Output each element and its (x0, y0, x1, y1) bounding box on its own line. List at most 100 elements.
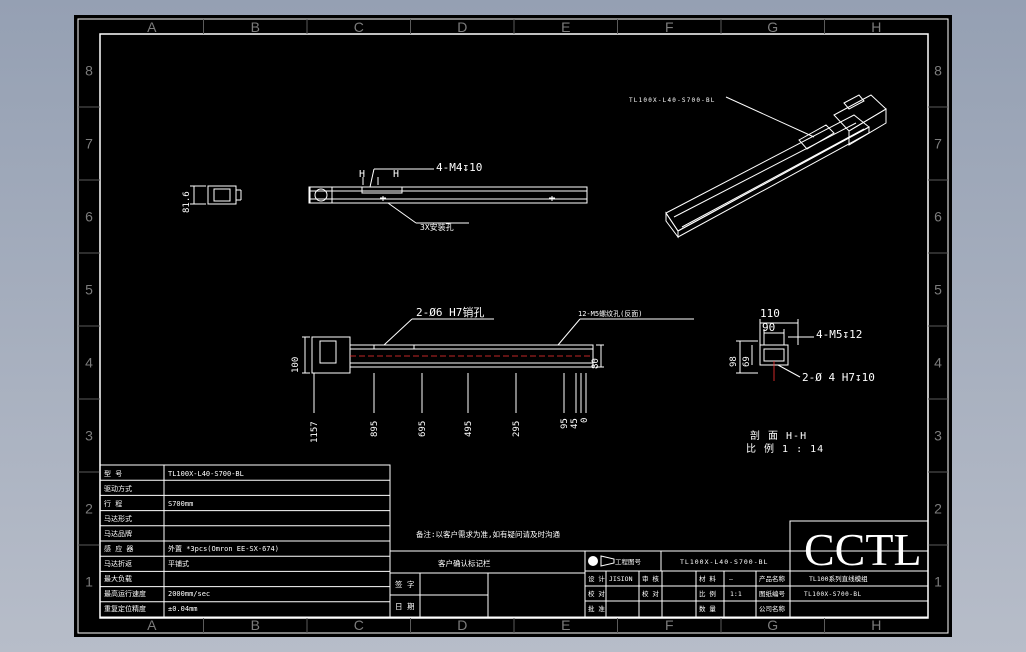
spec-value-8: 2000mm/sec (168, 590, 210, 598)
spec-row-3: 马达形式 (104, 514, 132, 523)
spec-row-1: 驱动方式 (104, 484, 132, 493)
projection-symbol-icon (588, 555, 615, 567)
tb-scale-label: 比 例 (699, 589, 716, 598)
col-label-bottom-C: C (354, 617, 364, 633)
spec-label-1: 驱动方式 (104, 484, 132, 493)
row-label-right-7: 7 (934, 136, 942, 152)
row-label-left-2: 2 (85, 501, 93, 517)
col-label-bottom-F: F (665, 617, 674, 633)
col-label-top-C: C (354, 19, 364, 35)
spec-row-6: 马达折返 平铺式 (104, 559, 189, 568)
spec-value-6: 平铺式 (168, 559, 189, 568)
front-dim-2: 695 (418, 421, 428, 437)
row-label-right-3: 3 (934, 428, 942, 444)
tb-material-value: — (729, 575, 733, 583)
col-label-bottom-G: G (767, 617, 778, 633)
company-logo: CCTL (804, 524, 922, 575)
row-label-right-4: 4 (934, 355, 942, 371)
spec-row-0: 型 号 TL100X-L40-S700-BL (104, 469, 244, 478)
tb-qty-label: 数 量 (699, 604, 716, 613)
section-view (736, 319, 814, 378)
col-label-top-F: F (665, 19, 674, 35)
tb-product-name: TL100系列直线模组 (809, 574, 868, 583)
front-pin: 2-Ø6 H7销孔 (416, 305, 484, 319)
tb-review-label: 审 核 (642, 574, 659, 583)
front-thread: 12-M5螺纹孔(反面) (578, 309, 643, 318)
tb-approve-label: 批 准 (588, 604, 605, 613)
spec-row-8: 最高运行速度 2000mm/sec (104, 589, 210, 598)
spec-label-0: 型 号 (104, 469, 122, 478)
tb-material-label: 材 料 (699, 574, 716, 583)
spec-row-4: 马达品牌 (104, 529, 132, 538)
row-label-left-6: 6 (85, 209, 93, 225)
col-label-top-E: E (561, 19, 570, 35)
top-dim: 81.6 (182, 191, 192, 213)
col-label-bottom-H: H (871, 617, 881, 633)
iso-label: TL100X-L40-S700-BL (629, 97, 716, 104)
front-dim-0: 1157 (310, 421, 320, 443)
spec-row-2: 行 程 S700mm (104, 499, 193, 508)
col-label-top-G: G (767, 19, 778, 35)
projection-label: 工程图号 (615, 557, 642, 566)
sec-thread: 4-M5↧12 (816, 328, 862, 341)
front-h-right: 80 (591, 358, 601, 369)
col-label-bottom-B: B (251, 617, 260, 633)
tb-design-label: 设 计 (588, 574, 605, 583)
spec-label-2: 行 程 (104, 499, 122, 508)
front-view (302, 318, 694, 413)
row-label-right-6: 6 (934, 209, 942, 225)
row-label-right-2: 2 (934, 501, 942, 517)
top-h2: H (393, 169, 399, 180)
spec-value-5: 外置 *3pcs(Omron EE-SX-674) (168, 544, 279, 553)
front-dim-4: 295 (512, 421, 522, 437)
row-label-left-3: 3 (85, 428, 93, 444)
col-label-top-A: A (147, 19, 157, 35)
sign-label: 签 字 (395, 579, 415, 589)
top-view (308, 168, 588, 224)
sec-w2: 90 (762, 321, 775, 334)
col-label-bottom-A: A (147, 617, 157, 633)
row-label-right-5: 5 (934, 282, 942, 298)
col-label-top-B: B (251, 19, 260, 35)
col-label-bottom-D: D (457, 617, 467, 633)
spec-value-0: TL100X-L40-S700-BL (168, 470, 244, 478)
sec-h2: 69 (742, 356, 752, 367)
grid-ticks (78, 19, 948, 633)
spec-row-lines (100, 479, 390, 603)
spec-label-3: 马达形式 (104, 514, 132, 523)
row-label-left-8: 8 (85, 63, 93, 79)
front-dim-5: 95 (560, 418, 570, 429)
sec-scale: 比 例 1 : 14 (746, 442, 824, 455)
spec-value-2: S700mm (168, 500, 193, 508)
tb-company-label: 公司名称 (759, 604, 786, 613)
front-dim-3: 495 (464, 421, 474, 437)
sec-h1: 98 (729, 356, 739, 367)
tb-model: TL100X-L40-S700-BL (680, 558, 768, 566)
date-label: 日 期 (395, 602, 415, 611)
top-h1: H (359, 169, 365, 180)
confirm-title: 客户确认标记栏 (438, 558, 491, 568)
spec-row-7: 最大负载 (104, 574, 132, 583)
spec-label-6: 马达折返 (104, 559, 132, 568)
front-dim-7: 0 (580, 418, 590, 423)
row-label-left-5: 5 (85, 282, 93, 298)
col-label-bottom-E: E (561, 617, 570, 633)
col-label-top-H: H (871, 19, 881, 35)
iso-view (665, 94, 887, 239)
spec-row-9: 重复定位精度 ±0.04mm (104, 604, 198, 613)
top-note: 3X安装孔 (420, 222, 454, 232)
spec-label-5: 感 应 器 (104, 544, 133, 553)
row-label-left-7: 7 (85, 136, 93, 152)
row-label-right-1: 1 (934, 574, 942, 590)
sec-pin: 2-Ø 4 H7↧10 (802, 371, 875, 384)
sec-title: 剖 面 H-H (750, 429, 807, 442)
title-block (584, 520, 929, 618)
front-h-left: 100 (291, 357, 301, 373)
row-label-left-4: 4 (85, 355, 93, 371)
tb-product-name-label: 产品名称 (759, 574, 786, 583)
top-thread: 4-M4↧10 (436, 161, 482, 174)
